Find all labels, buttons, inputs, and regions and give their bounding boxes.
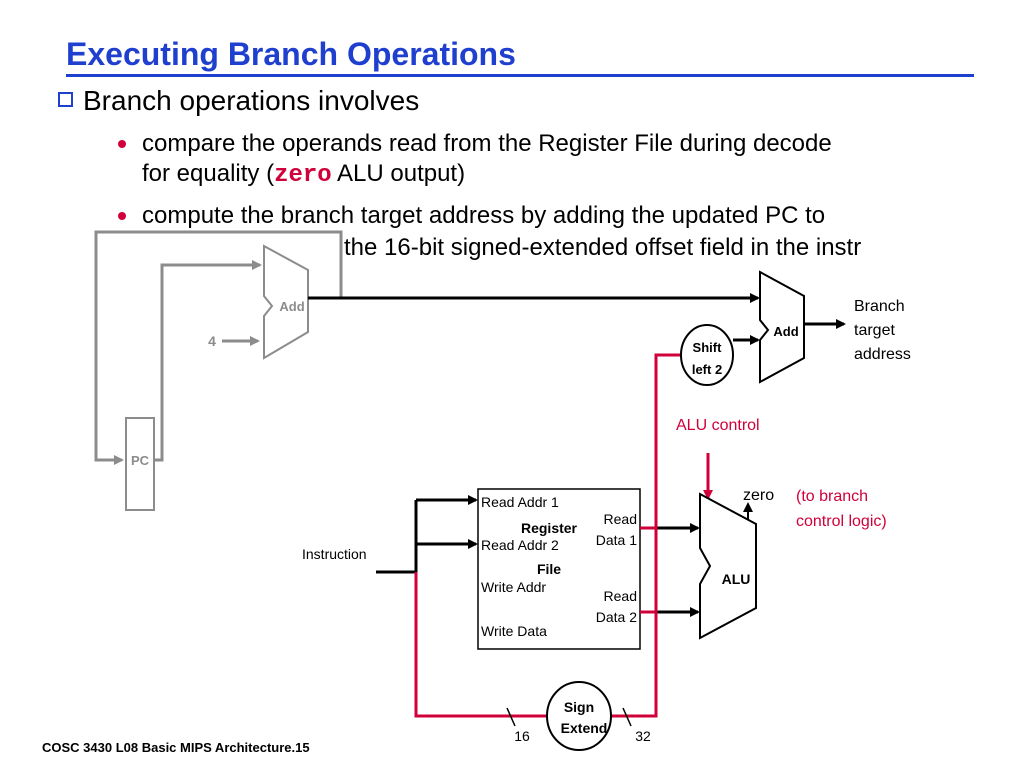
pc-to-adder-wire [154,260,262,462]
square-bullet-icon [58,92,73,108]
regfile-register-label: Register [521,520,578,536]
title-underline [66,74,974,77]
sub-bullet-compare-line1: compare the operands read from the Regis… [142,130,832,157]
zero-label: zero [743,487,774,504]
regfile-read-addr2: Read Addr 2 [481,537,559,553]
sub-bullet-compute: compute the branch target address by add… [118,201,825,231]
compare-line2-pre: for equality ( [142,160,275,187]
bullet-main-text: Branch operations involves [83,85,420,116]
dot-bullet-icon [118,212,126,220]
slide-footer: COSC 3430 L08 Basic MIPS Architecture.15 [42,740,310,755]
zero-code: zero [274,162,332,189]
regfile-read-addr1: Read Addr 1 [481,494,559,510]
shift-label-2: left 2 [692,362,722,377]
branch-adder-label: Add [773,324,798,339]
offset-path [414,353,680,718]
branch-target-label-2: target [854,322,895,339]
bus-width-tick-16 [506,707,516,727]
instruction-wires [376,495,478,574]
alu-control-label: ALU control [676,417,760,434]
sign-extend-label-1: Sign [564,699,594,715]
pc-label: PC [131,453,150,468]
sub-bullet-compare: compare the operands read from the Regis… [118,129,832,191]
bus-width-16: 16 [514,728,530,744]
regfile-read-data2-b: Data 2 [596,609,637,625]
branch-adder [759,270,805,384]
dot-bullet-icon [118,140,126,148]
to-branch-label-1: (to branch [796,488,868,505]
sub-bullet-compare-line2: for equality (zero ALU output) [142,159,832,191]
offset-to-sign-extend-wire [414,572,548,718]
register-file [477,488,641,650]
regfile-read-data1-b: Data 1 [596,532,637,548]
regfile-write-addr: Write Addr [481,579,546,595]
sign-extend-label-2: Extend [561,720,608,736]
to-branch-label-2: control logic) [796,513,887,530]
constant-four: 4 [208,333,216,349]
slide-title: Executing Branch Operations [66,36,516,72]
pc-update-path [94,230,343,465]
sub-bullet-compute-line2-wrap: the 16-bit signed-extended offset field … [344,233,861,263]
alu [699,492,757,640]
shift-left-2-unit [680,324,734,386]
regfile-read-data1-a: Read [604,511,637,527]
extended-offset-wire [610,353,680,718]
pc-feedback-wire [94,230,343,465]
alu-label: ALU [722,571,751,587]
regfile-read-data2-a: Read [604,588,637,604]
pc-register [125,417,155,511]
sub-bullet-compute-line1: compute the branch target address by add… [142,202,826,229]
instruction-label: Instruction [302,546,367,562]
branch-target-label-1: Branch [854,298,905,315]
compare-line2-post: ALU output) [331,160,466,187]
bullet-main: Branch operations involves [58,85,419,117]
sub-bullet-compute-line2: the 16-bit signed-extended offset field … [344,234,862,261]
regfile-write-data: Write Data [481,623,547,639]
shift-label-1: Shift [693,340,723,355]
sign-extend-unit [546,681,612,751]
bus-width-tick-32 [622,707,632,727]
regfile-file-label: File [537,561,561,577]
branch-target-label-3: address [854,346,911,363]
pc-adder [263,244,309,360]
bus-width-32: 32 [635,728,651,744]
pc-adder-label: Add [279,299,304,314]
